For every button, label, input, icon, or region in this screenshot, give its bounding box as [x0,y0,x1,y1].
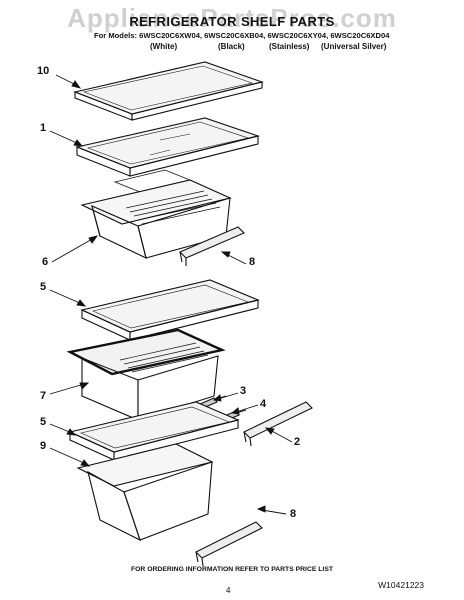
callout-9: 9 [40,440,47,452]
callout-6: 6 [42,256,49,268]
page-number: 4 [226,586,231,595]
shelf-part-5-lower[interactable] [68,401,240,461]
callout-3: 3 [240,385,247,397]
document-number: W10421223 [378,580,424,590]
callout-1: 1 [40,122,47,134]
callout-8-lower: 8 [290,508,297,520]
color-stainless: (Stainless) [269,42,310,51]
callout-7: 7 [40,390,47,402]
color-white: (White) [150,42,178,51]
drawer-part-9[interactable] [76,443,214,542]
rail-part-8-upper[interactable] [179,226,245,266]
models-line: For Models: 6WSC20C6XW04, 6WSC20C6XB04, … [94,31,390,40]
callout-8-upper: 8 [249,256,256,268]
shelf-part-1[interactable] [75,117,260,193]
page-title: REFRIGERATOR SHELF PARTS [129,14,335,29]
callout-5-lower: 5 [40,416,47,428]
color-universal-silver: (Universal Silver) [321,42,387,51]
callout-2: 2 [294,436,301,448]
callout-5-middle: 5 [40,281,47,293]
shelf-part-10[interactable] [73,61,264,121]
shelf-part-5-middle[interactable] [80,279,260,341]
callout-10: 10 [37,65,50,77]
ordering-footer: FOR ORDERING INFORMATION REFER TO PARTS … [130,566,334,573]
rail-part-8-lower[interactable] [195,521,263,567]
callout-4: 4 [260,398,267,410]
color-black: (Black) [218,42,245,51]
rail-part-2[interactable] [243,401,313,447]
